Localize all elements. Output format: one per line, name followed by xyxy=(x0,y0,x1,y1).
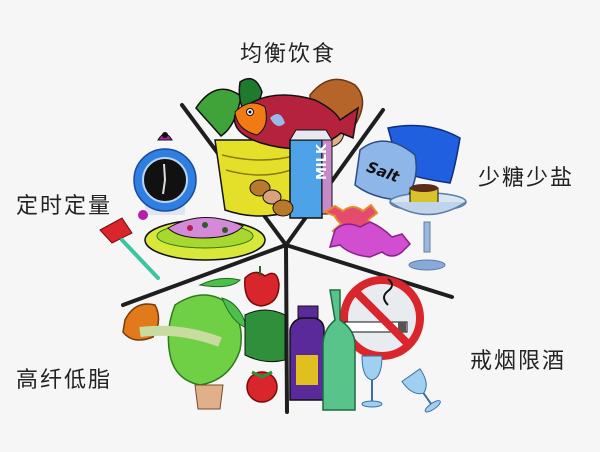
leafy-greens-icon xyxy=(244,309,286,363)
wine-glass-icon xyxy=(361,355,383,408)
regular-meals-illustration xyxy=(99,132,266,280)
no-smoking-limit-alcohol-illustration xyxy=(289,276,441,413)
balanced-diet-illustration: MILK xyxy=(195,77,364,219)
label-less-sugar-salt: 少糖少盐 xyxy=(478,166,575,191)
pudding-glass-icon xyxy=(389,184,467,271)
milk-text: MILK xyxy=(315,143,330,180)
high-fiber-low-fat-illustration xyxy=(122,266,286,410)
label-balanced-diet: 均衡饮食 xyxy=(240,42,337,67)
alarm-clock-icon xyxy=(133,132,197,220)
peas-icon xyxy=(198,277,241,288)
greens-icon xyxy=(195,88,242,137)
wine-bottle-icon xyxy=(289,305,325,401)
label-regular-meals: 定时定量 xyxy=(16,194,113,219)
label-no-smoking-limit-alcohol: 戒烟限酒 xyxy=(470,349,567,374)
less-sugar-salt-illustration: Salt xyxy=(322,124,467,271)
fork-icon xyxy=(99,217,160,280)
noodle-plate-icon xyxy=(144,217,266,261)
salt-bag-icon xyxy=(354,140,417,201)
label-high-fiber-low-fat: 高纤低脂 xyxy=(16,368,113,393)
tipped-glass-icon xyxy=(401,368,441,413)
apple-icon xyxy=(244,271,280,307)
tomato-icon xyxy=(246,371,278,403)
green-bottle-icon xyxy=(322,289,356,411)
